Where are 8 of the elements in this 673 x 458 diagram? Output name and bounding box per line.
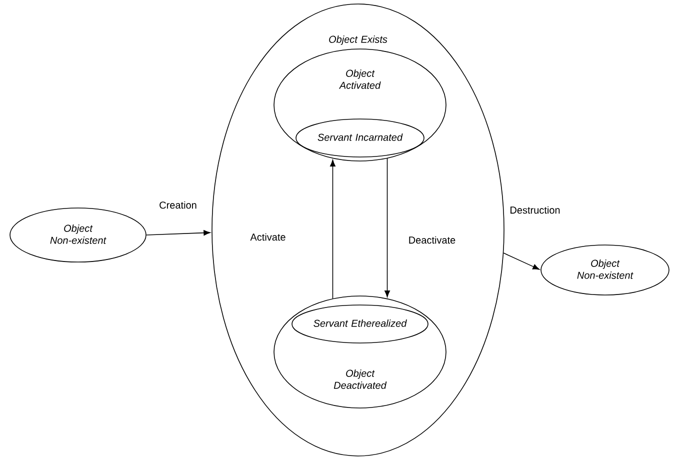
edge-label: Destruction: [508, 205, 562, 215]
arrow: [330, 160, 336, 299]
arrow: [146, 230, 210, 236]
edge-label: Activate: [249, 232, 287, 242]
edge-label: Deactivate: [407, 235, 457, 245]
edge-label: Creation: [158, 200, 198, 210]
arrow: [384, 158, 390, 298]
arrow: [503, 252, 540, 270]
